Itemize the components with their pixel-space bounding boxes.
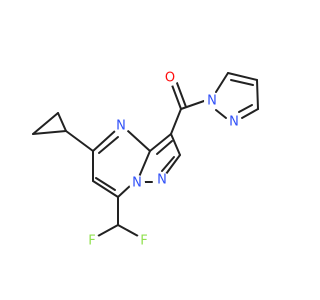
bond-carbonyl-o — [171, 84, 182, 110]
bond-c2-n1-double — [161, 156, 175, 172]
atom-label-f-right: F — [140, 234, 147, 249]
bond-n4-c3a — [127, 130, 151, 152]
bond-c3a-c3-double — [156, 140, 173, 155]
atom-fluorine-left: F — [84, 233, 100, 249]
bond-pz-c3-n2 — [241, 108, 259, 119]
atom-label-n-amide: N — [207, 94, 217, 109]
atom-label-layer: O N N N N N F F — [84, 70, 242, 249]
atom-label-n8: N — [132, 176, 142, 191]
bond-cyclopropyl-2 — [32, 130, 67, 135]
atom-nitrogen-pyrimidine: N — [113, 118, 129, 134]
bond-c5-n4-double — [98, 136, 119, 154]
atom-nitrogen-pyrazole-2: N — [226, 114, 242, 130]
bond-c3-c2 — [170, 133, 181, 156]
bond-c3a-c3 — [149, 133, 172, 152]
bond-c7-c6-double — [95, 177, 116, 191]
bond-chf2-f-right — [117, 224, 139, 237]
bond-pz-c5-c4-double — [230, 79, 254, 86]
bond-pz-c4-c3 — [256, 79, 259, 110]
bond-c5-n4 — [92, 130, 116, 152]
bond-c3-carbonyl — [170, 108, 182, 135]
bond-pz-c3-n2-double — [238, 104, 253, 113]
molecule-structure: O N N N N N F F — [32, 70, 259, 249]
bond-carbonyl-n — [180, 100, 205, 110]
bond-chf2-f-left — [97, 224, 119, 237]
bond-c2-n1 — [165, 154, 181, 175]
atom-nitrogen-pyrazole: N — [154, 172, 170, 188]
atom-nitrogen-amide: N — [204, 93, 220, 109]
bond-carbonyl-o-double — [176, 82, 187, 108]
atom-label-n1: N — [157, 173, 167, 188]
bond-layer — [32, 72, 259, 237]
atom-label-n2: N — [229, 115, 239, 130]
atom-fluorine-right: F — [136, 233, 152, 249]
atom-label-n4: N — [116, 119, 126, 134]
bond-pz-n2-n1 — [215, 109, 227, 119]
bond-n8-c7 — [117, 184, 132, 198]
bond-c7-c6 — [92, 180, 119, 198]
atom-nitrogen-bridgehead: N — [129, 175, 145, 191]
atom-label-o: O — [165, 71, 175, 86]
bond-pz-c5-c4 — [227, 72, 258, 81]
bond-cyclopropyl-3 — [57, 112, 67, 132]
atom-oxygen: O — [162, 70, 178, 86]
atom-label-f-left: F — [88, 234, 95, 249]
bond-c3a-n8 — [138, 150, 151, 178]
bond-pz-n1-c5 — [215, 72, 229, 93]
bond-cyclopropyl-to-ring — [65, 130, 94, 152]
bond-cyclopropyl-1 — [32, 112, 59, 135]
